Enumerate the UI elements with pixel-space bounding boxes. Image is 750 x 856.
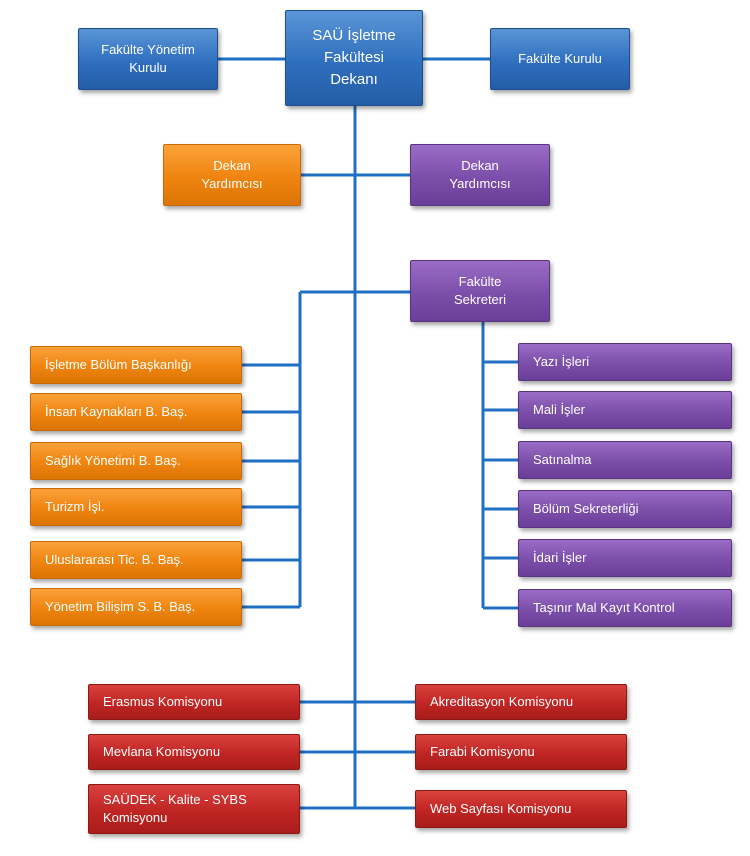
- faculty-board-box: Fakülte Yönetim Kurulu: [78, 28, 218, 90]
- faculty-council-box: Fakülte Kurulu: [490, 28, 630, 90]
- secretary-unit-box: Mali İşler: [518, 391, 732, 429]
- vice-dean-left-box: Dekan Yardımcısı: [163, 144, 301, 206]
- department-box: Uluslararası Tic. B. Baş.: [30, 541, 242, 579]
- department-box: İşletme Bölüm Başkanlığı: [30, 346, 242, 384]
- commission-label: Web Sayfası Komisyonu: [430, 801, 572, 817]
- faculty-council-label: Fakülte Kurulu: [518, 51, 602, 67]
- faculty-secretary-line1: Fakülte: [458, 274, 502, 290]
- department-box: Turizm İşl.: [30, 488, 242, 526]
- vice-dean-left-line2: Yardımcısı: [201, 176, 263, 191]
- vice-dean-right-line2: Yardımcısı: [449, 176, 511, 191]
- department-label: Turizm İşl.: [45, 499, 105, 515]
- secretary-unit-label: Mali İşler: [533, 402, 586, 418]
- secretary-unit-box: Satınalma: [518, 441, 732, 479]
- department-label: Uluslararası Tic. B. Baş.: [45, 552, 184, 568]
- faculty-secretary-line2: Sekreteri: [453, 292, 507, 307]
- dean-box: SAÜ İşletme Fakültesi Dekanı: [285, 10, 423, 106]
- department-box: Sağlık Yönetimi B. Baş.: [30, 442, 242, 480]
- department-box: İnsan Kaynakları B. Baş.: [30, 393, 242, 431]
- commission-box: Akreditasyon Komisyonu: [415, 684, 627, 720]
- commission-label-line1: SAÜDEK - Kalite - SYBS: [103, 792, 247, 808]
- commission-box: Farabi Komisyonu: [415, 734, 627, 770]
- commission-box: SAÜDEK - Kalite - SYBS Komisyonu: [88, 784, 300, 834]
- vice-dean-right-box: Dekan Yardımcısı: [410, 144, 550, 206]
- department-label: İşletme Bölüm Başkanlığı: [45, 357, 192, 373]
- commission-label: Farabi Komisyonu: [430, 744, 535, 760]
- secretary-unit-label: İdari İşler: [533, 550, 587, 566]
- secretary-unit-label: Taşınır Mal Kayıt Kontrol: [533, 600, 675, 616]
- secretary-unit-box: İdari İşler: [518, 539, 732, 577]
- secretary-unit-box: Taşınır Mal Kayıt Kontrol: [518, 589, 732, 627]
- dean-line1: SAÜ İşletme: [312, 27, 396, 45]
- vice-dean-right-line1: Dekan: [461, 158, 499, 174]
- faculty-board-line1: Fakülte Yönetim: [101, 42, 195, 58]
- commission-label: Mevlana Komisyonu: [103, 744, 221, 760]
- secretary-unit-box: Yazı İşleri: [518, 343, 732, 381]
- department-label: Sağlık Yönetimi B. Baş.: [45, 453, 181, 469]
- commission-box: Mevlana Komisyonu: [88, 734, 300, 770]
- secretary-unit-label: Satınalma: [533, 452, 592, 468]
- secretary-unit-label: Bölüm Sekreterliği: [533, 501, 639, 517]
- commission-label: Erasmus Komisyonu: [103, 694, 223, 710]
- department-label: İnsan Kaynakları B. Baş.: [45, 404, 188, 420]
- commission-label: Akreditasyon Komisyonu: [430, 694, 574, 710]
- department-label: Yönetim Bilişim S. B. Baş.: [45, 599, 196, 615]
- commission-box: Erasmus Komisyonu: [88, 684, 300, 720]
- vice-dean-left-line1: Dekan: [213, 158, 251, 174]
- commission-box: Web Sayfası Komisyonu: [415, 790, 627, 828]
- faculty-board-line2: Kurulu: [129, 60, 167, 75]
- dean-line3: Dekanı: [330, 70, 378, 88]
- secretary-unit-box: Bölüm Sekreterliği: [518, 490, 732, 528]
- faculty-secretary-box: Fakülte Sekreteri: [410, 260, 550, 322]
- dean-line2: Fakültesi: [323, 49, 384, 67]
- commission-label-line2: Komisyonu: [103, 810, 168, 825]
- secretary-unit-label: Yazı İşleri: [533, 354, 590, 370]
- department-box: Yönetim Bilişim S. B. Baş.: [30, 588, 242, 626]
